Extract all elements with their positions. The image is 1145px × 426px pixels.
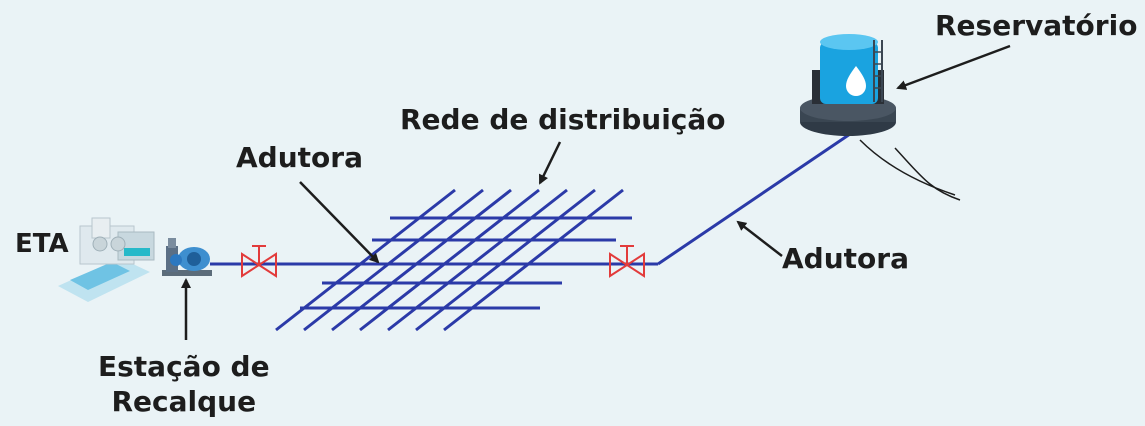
label-reservatorio: Reservatório bbox=[935, 9, 1138, 42]
reservoir-tank-icon bbox=[800, 34, 961, 201]
label-adutora-right: Adutora bbox=[782, 242, 909, 275]
valve-icon bbox=[609, 245, 645, 278]
label-estacao-recalque: Estação de Recalque bbox=[98, 349, 270, 419]
label-rede-distribuicao: Rede de distribuição bbox=[400, 103, 726, 136]
pump-icon bbox=[162, 238, 212, 276]
label-estacao-line2: Recalque bbox=[111, 385, 257, 418]
arrow-reservatorio bbox=[896, 44, 1011, 90]
label-eta: ETA bbox=[15, 229, 69, 259]
distribution-network bbox=[275, 188, 632, 332]
valve-icon bbox=[241, 245, 277, 278]
main-pipe bbox=[210, 128, 857, 266]
annotation-arrows bbox=[181, 44, 1011, 340]
label-estacao-line1: Estação de bbox=[98, 350, 270, 383]
treatment-plant-icon bbox=[58, 217, 155, 302]
arrow-adutora-right bbox=[736, 220, 783, 257]
arrow-adutora-left bbox=[299, 181, 380, 264]
label-adutora-left: Adutora bbox=[236, 141, 363, 174]
arrow-rede bbox=[538, 141, 562, 185]
